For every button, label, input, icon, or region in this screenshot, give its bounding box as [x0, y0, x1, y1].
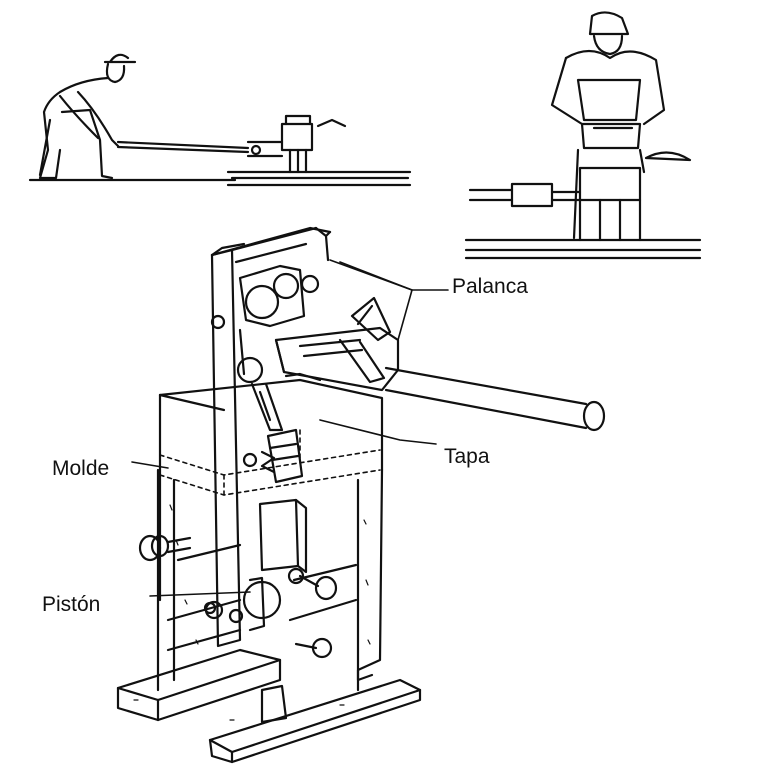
worker-lifting-block-scene: [464, 11, 702, 260]
leader-lever-2: [339, 261, 413, 291]
machine-small-left: [246, 114, 347, 174]
material-pile: [644, 151, 692, 162]
label-mold: Molde: [52, 457, 110, 480]
piston-block: [242, 498, 308, 632]
mold-dashed-outline: [159, 429, 381, 496]
leader-mold: [131, 461, 169, 469]
worker-figure-left: [38, 53, 137, 180]
machine-main: [116, 226, 606, 764]
top-frame: [210, 226, 332, 384]
linkage: [242, 382, 304, 484]
bolts-and-knobs: [138, 534, 338, 659]
leader-lid: [319, 419, 437, 445]
label-lid: Tapa: [444, 445, 490, 468]
leader-lines: [131, 259, 449, 597]
worker-pulling-lever-scene: [28, 53, 412, 187]
worker-figure-right: [550, 11, 666, 240]
machine-small-right: [468, 166, 642, 242]
lever-bar-left: [116, 140, 250, 154]
side-bar: [204, 242, 246, 648]
lever-assembly: [274, 296, 606, 432]
leader-lever-3: [397, 289, 413, 341]
leader-piston: [149, 591, 251, 597]
label-lever: Palanca: [452, 275, 528, 298]
label-piston: Pistón: [42, 593, 101, 616]
machine-base: [116, 648, 422, 764]
texture-marks: [133, 504, 371, 721]
